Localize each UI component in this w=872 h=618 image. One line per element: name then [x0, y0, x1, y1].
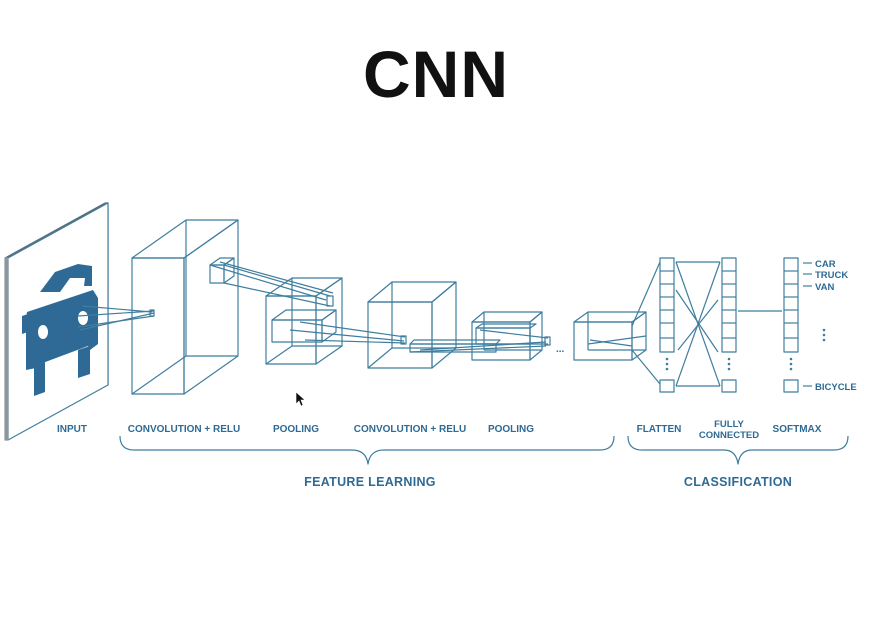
label-pool2: POOLING — [488, 424, 534, 435]
page-title: CNN — [363, 37, 509, 111]
class-label-truck: TRUCK — [815, 270, 848, 281]
softmax-column — [783, 257, 799, 393]
final-feature-volume — [573, 311, 647, 361]
label-input: INPUT — [57, 424, 87, 435]
label-fc-line1: FULLY — [714, 419, 744, 430]
label-softmax: SOFTMAX — [773, 424, 822, 435]
car-icon — [22, 264, 98, 396]
pool1-volume — [265, 277, 343, 365]
fully-connected-column — [721, 257, 737, 393]
label-flatten: FLATTEN — [637, 424, 682, 435]
label-fc-line2: CONNECTED — [699, 430, 759, 441]
conv1-volume — [131, 219, 239, 395]
label-feature-learning: FEATURE LEARNING — [304, 475, 436, 489]
class-label-car: CAR — [815, 259, 836, 270]
vertical-ellipsis-dots — [665, 328, 826, 371]
class-label-bicycle: BICYCLE — [815, 382, 857, 393]
label-conv2: CONVOLUTION + RELU — [354, 424, 467, 435]
class-label-van: VAN — [815, 282, 834, 293]
ellipsis-text: ... — [556, 344, 565, 355]
mouse-cursor-icon — [295, 391, 306, 407]
label-classification: CLASSIFICATION — [684, 475, 792, 489]
classification-brace — [627, 435, 849, 465]
feature-learning-brace — [119, 435, 615, 465]
conv2-volume — [367, 281, 457, 369]
label-pool1: POOLING — [273, 424, 319, 435]
label-conv1: CONVOLUTION + RELU — [128, 424, 241, 435]
flatten-column — [659, 257, 675, 393]
